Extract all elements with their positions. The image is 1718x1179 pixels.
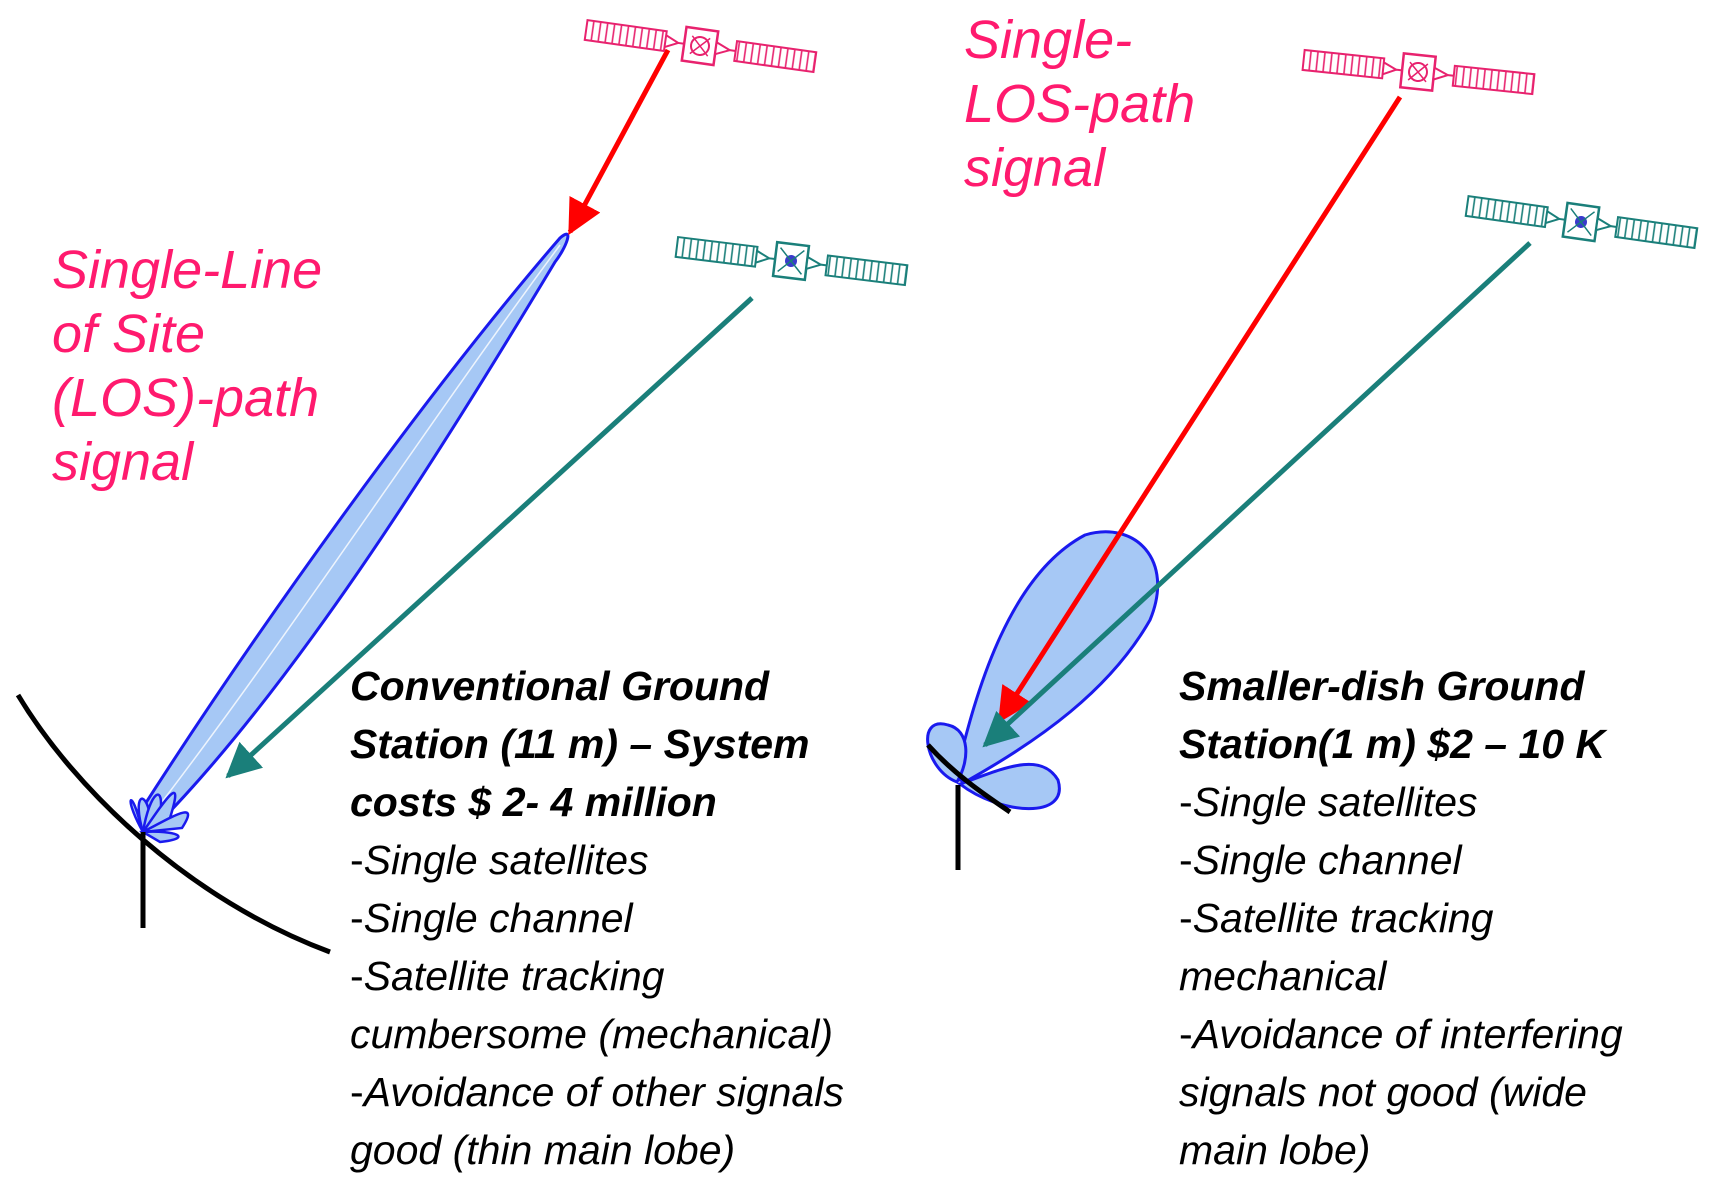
smaller-dish-station-feature-cont: signals not good (wide [1179, 1069, 1587, 1115]
left-main-lobe-axis [147, 244, 561, 821]
smaller-dish-station-feature: -Satellite tracking [1179, 895, 1494, 941]
right-dish-reflector [926, 743, 1012, 815]
right-los-line: LOS-path [964, 74, 1196, 134]
right-los-line: Single- [964, 10, 1133, 70]
conventional-station-description: Conventional Ground Station (11 m) – Sys… [350, 657, 970, 1179]
smaller-dish-station-title-line: Smaller-dish Ground [1179, 663, 1585, 709]
smaller-dish-station-feature: -Avoidance of interfering [1179, 1011, 1623, 1057]
conventional-station-feature-cont: good (thin main lobe) [350, 1127, 736, 1173]
right-los-signal-label: Single- LOS-path signal [964, 8, 1264, 200]
smaller-dish-station-description: Smaller-dish Ground Station(1 m) $2 – 10… [1179, 657, 1709, 1179]
smaller-dish-station-feature: -Single channel [1179, 837, 1462, 883]
smaller-dish-station-feature: -Single satellites [1179, 779, 1478, 825]
left-side-lobes [129, 791, 190, 844]
conventional-station-title-line: Conventional Ground [350, 663, 770, 709]
conventional-station-feature: -Single satellites [350, 837, 649, 883]
right-wanted-satellite-icon [1300, 41, 1537, 103]
left-los-line: signal [52, 432, 194, 492]
left-los-line: (LOS)-path [52, 368, 320, 428]
conventional-station-feature: -Satellite tracking [350, 953, 665, 999]
right-side-lobe-left [926, 722, 968, 784]
conventional-station-feature: -Avoidance of other signals [350, 1069, 844, 1115]
right-interfering-signal-arrow [982, 241, 1532, 748]
left-interfering-satellite-icon [673, 228, 910, 294]
conventional-station-feature: -Single channel [350, 895, 633, 941]
right-interfering-satellite-icon [1463, 187, 1700, 257]
conventional-station-title-line: Station (11 m) – System [350, 721, 810, 767]
left-los-signal-label: Single-Line of Site (LOS)-path signal [52, 238, 372, 494]
left-los-line: of Site [52, 304, 206, 364]
smaller-dish-station-title-line: Station(1 m) $2 – 10 K [1179, 721, 1606, 767]
smaller-dish-station-feature-cont: main lobe) [1179, 1127, 1371, 1173]
smaller-dish-station-feature-cont: mechanical [1179, 953, 1387, 999]
left-wanted-signal-arrow [567, 48, 671, 236]
left-wanted-satellite-icon [582, 11, 819, 81]
conventional-station-feature-cont: cumbersome (mechanical) [350, 1011, 834, 1057]
right-wanted-signal-arrow [997, 95, 1403, 723]
conventional-station-title-line: costs $ 2- 4 million [350, 779, 717, 825]
right-los-line: signal [964, 138, 1106, 198]
left-interfering-signal-arrow [225, 296, 754, 779]
left-los-line: Single-Line [52, 240, 323, 300]
